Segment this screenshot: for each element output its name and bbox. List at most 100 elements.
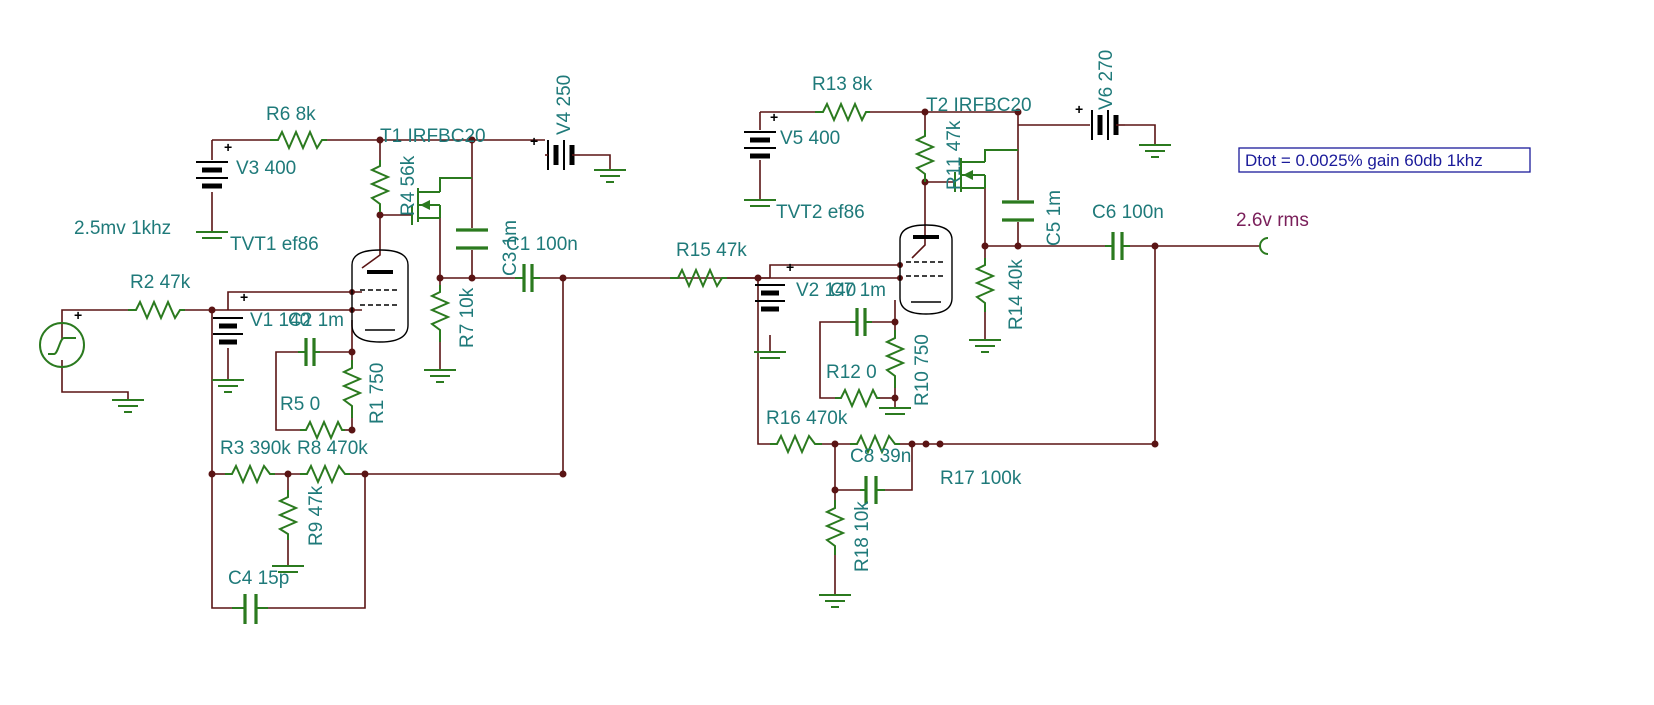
label-r1: R1 750 [367,363,388,424]
label-c4: C4 15p [228,568,289,589]
plus-mark: + [240,289,248,305]
capacitors [232,200,1130,624]
ground-icon [272,565,304,573]
plus-mark: + [530,133,538,149]
ground-icon [969,339,1001,353]
label-v1: V1 140 [250,310,310,331]
label-output: 2.6v rms [1236,210,1309,231]
label-r9: R9 47k [306,485,327,546]
ground-icon [112,399,144,413]
label-v2: V2 140 [796,280,856,301]
label-c1: C1 100n [506,234,578,255]
label-r16: R16 470k [766,408,848,429]
node [831,440,839,448]
arrow-icon [963,170,973,180]
label-r4: R4 56k [398,155,419,216]
ground-icon [819,594,851,608]
plus-mark: + [786,259,794,275]
node [361,470,369,478]
resistor-r13 [815,101,870,123]
ground-icon [594,169,626,183]
resistor-r10 [884,330,906,388]
resistors [128,101,996,555]
ground-icon [212,379,244,393]
wire-c4-right [268,474,366,609]
grounds [112,144,1171,608]
label-r7: R7 10k [457,287,478,348]
label-t1: T1 IRFBC20 [380,126,486,147]
ground-icon [879,407,911,415]
label-r15: R15 47k [676,240,747,261]
resistor-r11 [914,130,936,182]
annotation-note: Dtot = 0.0025% gain 60db 1khz [1238,147,1531,173]
ground-icon [1139,144,1171,158]
resistor-r12 [835,387,880,409]
wire-v4-ground [580,154,611,170]
wire-left-rail-2 [757,278,770,445]
resistor-r5 [300,419,345,441]
plus-mark: + [1075,101,1083,117]
resistor-r1 [341,360,363,418]
plus-mark: + [74,307,82,323]
polarity-marks: + + + + + + + [74,101,1083,323]
node [1014,242,1022,250]
node [936,440,944,448]
node [376,136,384,144]
mosfet-t1 [411,177,472,225]
battery-v6 [1091,110,1125,140]
node [208,306,216,314]
node [468,136,476,144]
vacuum-tube-tvt2 [899,224,953,315]
label-tvt1: TVT1 ef86 [230,234,319,255]
wire-c2-r5 [275,351,300,431]
label-r2: R2 47k [130,272,191,293]
output-terminal-icon [1259,237,1269,255]
tube-anode [367,270,393,274]
resistor-r4 [369,160,391,212]
resistor-r17 [850,433,900,455]
wire-r4-to-plate1 [361,212,381,269]
label-c2: C2 1m [288,310,344,331]
node [436,274,444,282]
node [1151,440,1159,448]
wires [61,111,1260,609]
plus-mark: + [770,109,778,125]
node [348,348,356,356]
resistor-r7 [429,285,451,342]
signal-source-icon [39,322,85,368]
ground-icon [196,231,228,239]
node [831,486,839,494]
label-v5: V5 400 [780,128,840,149]
annotation-box [1238,147,1531,173]
node [908,440,916,448]
resistor-r15 [670,267,727,289]
label-r17: R17 100k [940,468,1022,489]
wire-source-ground [61,360,129,400]
tube-anode [913,235,939,239]
wire-feedback-stage2 [912,246,1156,445]
plus-mark: + [224,139,232,155]
annotation-text: Dtot = 0.0025% gain 60db 1khz [1245,151,1483,170]
label-c8: C8 39n [850,446,911,467]
node [754,274,762,282]
battery-v5 [744,131,776,159]
label-r6: R6 8k [266,104,316,125]
node [348,426,356,434]
label-r3: R3 390k [220,438,291,459]
resistor-r14 [974,258,996,312]
wire-c8-right [885,444,913,491]
node [891,394,899,402]
component-labels: R6 8k V3 400 2.5mv 1khz TVT1 ef86 R2 47k… [74,50,1309,589]
batteries [196,110,1125,345]
wire-r11-plate2 [911,182,926,259]
resistor-r18 [824,500,846,555]
wire-cathode2-c7 [872,300,896,323]
resistor-r6 [270,129,327,151]
mosfet-t2 [954,149,1018,192]
label-r18: R18 10k [852,501,873,572]
vacuum-tube-tvt1 [351,249,409,343]
label-c7: C7 1m [830,280,886,301]
label-c5: C5 1m [1044,190,1065,246]
